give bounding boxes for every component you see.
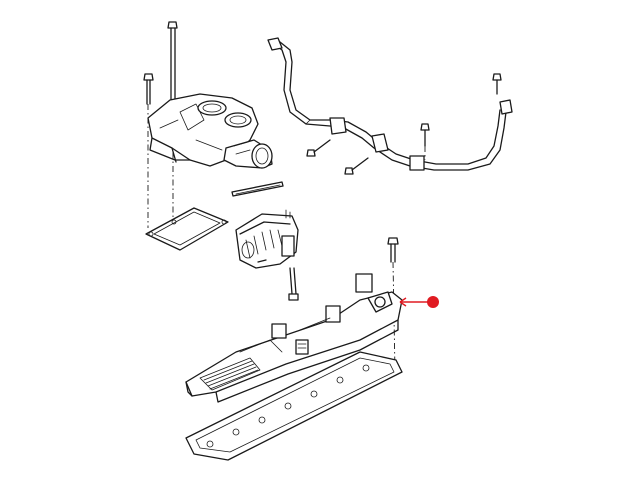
throttle-body-bolt[interactable] (288, 267, 299, 301)
breather-hose[interactable] (267, 37, 513, 171)
hose-fastener[interactable] (492, 73, 502, 95)
throttle-body-gasket[interactable] (231, 181, 284, 197)
hose-fastener[interactable] (306, 139, 331, 157)
hose-fastener[interactable] (420, 123, 430, 147)
lower-manifold-bolt[interactable] (387, 237, 399, 263)
long-bolt-upper[interactable] (167, 21, 178, 113)
short-bolt-left[interactable] (143, 73, 154, 105)
lower-intake-manifold[interactable] (185, 273, 403, 403)
lower-manifold-gasket[interactable] (185, 351, 403, 461)
callout-marker[interactable] (399, 296, 439, 308)
intake-manifold-gasket[interactable] (145, 207, 229, 251)
throttle-body[interactable] (235, 209, 299, 269)
callout-dot[interactable] (427, 296, 439, 308)
hose-fastener[interactable] (344, 157, 369, 175)
upper-intake-manifold[interactable] (147, 93, 273, 169)
